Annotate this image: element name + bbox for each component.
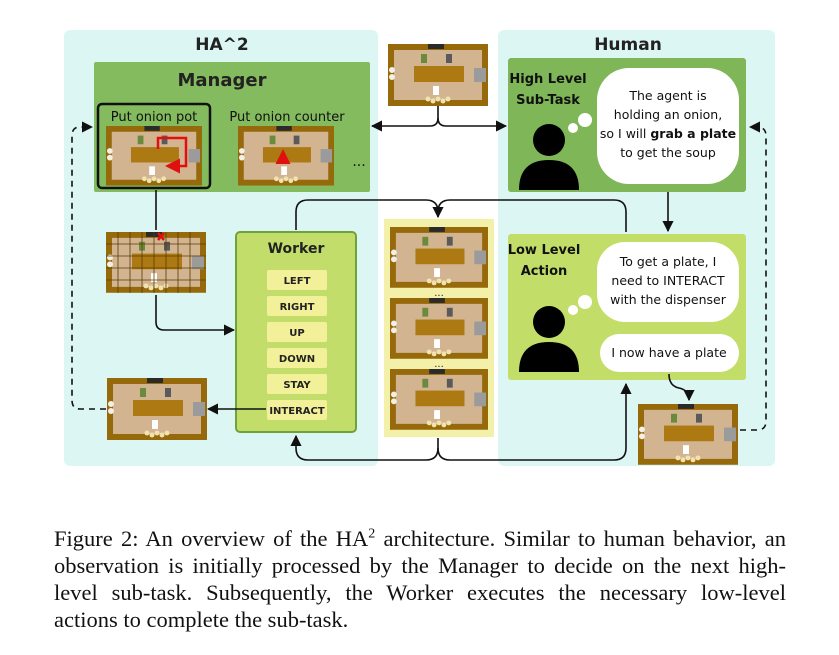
arrow-sequence-to-worker	[290, 434, 439, 461]
figure-caption: Figure 2: An overview of the HA2 archite…	[54, 525, 786, 633]
thought-dot-small	[568, 305, 578, 315]
hl-thought-line-4: to get the soup	[620, 145, 716, 160]
speech-bubble	[600, 334, 739, 372]
flow-arrows	[155, 106, 695, 461]
action-list: LEFT RIGHT UP DOWN STAY INTERACT	[267, 270, 327, 420]
thought-dot-large	[578, 295, 592, 309]
caption-part-2: architecture. Similar to human behavior,…	[54, 525, 787, 632]
action-down	[267, 348, 327, 368]
action-stay	[267, 374, 327, 394]
high-level-thought-bubble	[597, 68, 739, 184]
arrow-grid-to-worker	[155, 295, 236, 336]
action-up-label: UP	[289, 328, 304, 339]
result-kitchen-left	[107, 378, 207, 440]
hl-thought-line-3: so I will grab a plate	[600, 126, 736, 141]
low-level-title-1: Low Level	[508, 243, 581, 258]
arrow-sequence-to-lowlevel	[437, 382, 632, 461]
grid-kitchen	[106, 232, 206, 293]
low-level-thought-bubble	[597, 242, 739, 322]
observation-kitchen	[388, 44, 488, 106]
sequence-kitchen-2	[390, 298, 488, 359]
ll-thought-line-3: with the dispenser	[610, 292, 727, 307]
sequence-kitchen-1	[390, 227, 488, 288]
worker-title: Worker	[268, 241, 325, 257]
arrow-worker-to-sequence	[295, 199, 444, 230]
action-right	[267, 296, 327, 316]
red-path-arrow	[156, 136, 188, 174]
hl-thought-line-3-text: so I will	[600, 126, 650, 141]
manager-title: Manager	[178, 70, 267, 91]
sequence-kitchen-3	[390, 369, 488, 430]
high-level-title-1: High Level	[509, 72, 586, 87]
ha2-title: HA^2	[195, 35, 248, 55]
hl-thought-line-1: The agent is	[628, 88, 706, 103]
high-level-title-2: Sub-Task	[516, 93, 580, 108]
ll-thought-line-1: To get a plate, I	[619, 254, 717, 269]
manager-ellipsis: ...	[352, 154, 365, 170]
human-title: Human	[594, 35, 662, 55]
thought-dot-large	[578, 113, 592, 127]
thought-dot-small	[568, 123, 578, 133]
hl-thought-line-2: holding an onion,	[614, 107, 722, 122]
action-interact	[267, 400, 327, 420]
arrow-speech-to-result	[668, 373, 695, 402]
ll-thought-line-2: need to INTERACT	[611, 273, 725, 288]
architecture-diagram: HA^2 Human Manager Put onion pot Put oni…	[64, 30, 775, 466]
manager-kitchen-1	[106, 126, 202, 186]
action-interact-label: INTERACT	[269, 406, 325, 417]
action-right-label: RIGHT	[280, 302, 315, 313]
action-left	[267, 270, 327, 290]
arrow-obs-to-highlevel	[437, 117, 508, 132]
low-level-title-2: Action	[521, 264, 568, 279]
action-left-label: LEFT	[284, 276, 311, 287]
subtask-option-1: Put onion pot	[111, 110, 198, 125]
arrow-obs-to-manager	[370, 106, 439, 132]
action-stay-label: STAY	[283, 380, 311, 391]
person-icon	[519, 306, 579, 372]
selected-subtask-frame	[96, 102, 212, 190]
sequence-ellipsis-1: ...	[434, 288, 444, 299]
person-icon	[519, 124, 579, 190]
action-down-label: DOWN	[279, 354, 315, 365]
manager-kitchen-2	[238, 126, 334, 186]
arrow-lowlevel-to-sequence	[437, 199, 627, 232]
caption-part-1: Figure 2: An overview of the HA	[54, 525, 369, 551]
action-up	[267, 322, 327, 342]
sequence-ellipsis-2: ...	[434, 359, 444, 370]
result-kitchen-right	[638, 404, 738, 465]
speech-text: I now have a plate	[611, 345, 727, 360]
caption-superscript: 2	[368, 526, 376, 541]
hl-thought-bold: grab a plate	[650, 126, 736, 141]
subtask-option-2: Put onion counter	[229, 110, 345, 125]
